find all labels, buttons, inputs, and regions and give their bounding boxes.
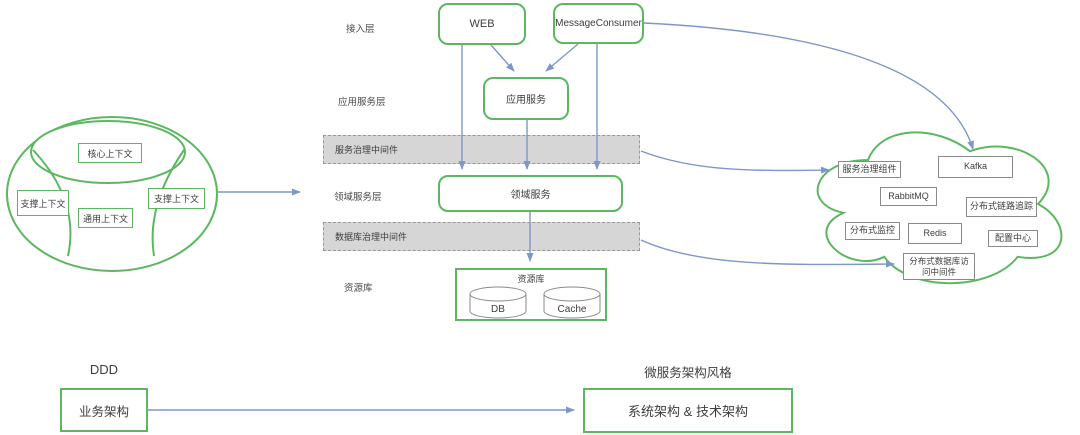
microservice-style-label: 微服务架构风格	[644, 366, 732, 380]
business-architecture-node: 业务架构	[60, 388, 148, 432]
cloud-item-monitoring: 分布式监控	[845, 222, 900, 240]
system-architecture-node: 系统架构 & 技术架构	[583, 388, 793, 433]
database-governance-middleware-label: 数据库治理中间件	[335, 232, 408, 242]
arrow-band-to-db-access-middleware	[640, 239, 895, 268]
domain-service-node: 领域服务	[438, 175, 623, 212]
cloud-item-redis: Redis	[908, 223, 962, 244]
service-governance-middleware-band: 服务治理中间件	[323, 135, 640, 164]
db-cylinder-icon: DB	[469, 286, 527, 319]
ddd-label: DDD	[89, 362, 119, 377]
layer-label-application: 应用服务层	[338, 97, 386, 108]
cloud-item-kafka: Kafka	[938, 156, 1013, 178]
arrow-consumer-to-kafka	[643, 22, 974, 150]
repository-node: 资源库 DB Cache	[455, 268, 607, 321]
database-governance-middleware-band: 数据库治理中间件	[323, 222, 640, 251]
context-generic: 通用上下文	[78, 208, 133, 228]
cache-label: Cache	[558, 304, 587, 315]
cloud-item-db-access-middleware: 分布式数据库访问中间件	[903, 253, 975, 280]
db-label: DB	[491, 304, 505, 315]
service-governance-middleware-label: 服务治理中间件	[335, 145, 399, 155]
cloud-item-tracing: 分布式链路追踪	[966, 197, 1037, 217]
cloud-item-rabbitmq: RabbitMQ	[880, 187, 937, 206]
layer-label-access: 接入层	[346, 24, 375, 35]
arrow-consumer-to-app-service	[545, 43, 579, 72]
layer-label-domain: 领域服务层	[334, 192, 382, 203]
cloud-item-service-governance: 服务治理组件	[838, 161, 901, 178]
context-support-right: 支撑上下文	[148, 188, 205, 209]
arrow-band-to-service-governance	[640, 150, 830, 174]
cache-cylinder-icon: Cache	[543, 286, 601, 319]
web-node: WEB	[438, 3, 526, 45]
cloud-item-config-center: 配置中心	[988, 230, 1038, 247]
app-service-node: 应用服务	[483, 77, 569, 120]
context-core: 核心上下文	[78, 143, 142, 163]
layer-label-repository: 资源库	[344, 283, 373, 294]
message-consumer-node: MessageConsumer	[553, 3, 644, 44]
repository-title: 资源库	[517, 274, 545, 284]
arrow-web-to-app-service	[490, 44, 515, 72]
context-support-left: 支撑上下文	[17, 190, 69, 216]
